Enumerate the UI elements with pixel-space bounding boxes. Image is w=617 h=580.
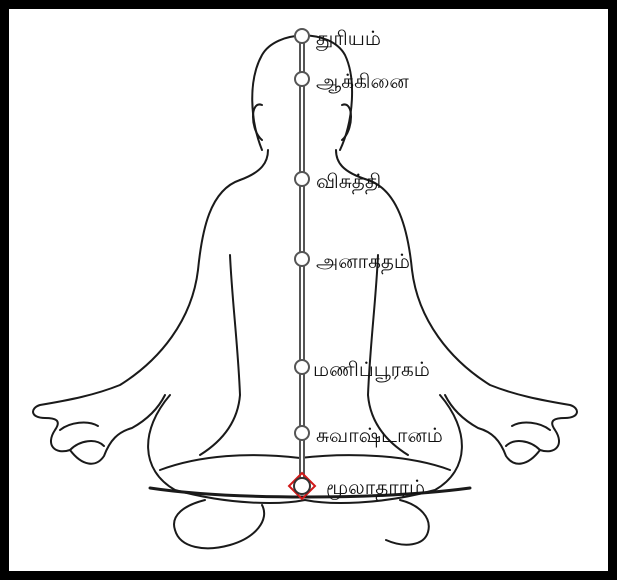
left-arm-outline bbox=[33, 180, 240, 464]
node-suvadhishtanam bbox=[295, 426, 309, 440]
node-manippuragam bbox=[295, 360, 309, 374]
right-hand-fingers bbox=[506, 423, 550, 450]
chakra-labels: துரியம் ஆக்கினை விசுத்தி அனாகதம் மணிப்பூ… bbox=[313, 26, 443, 500]
left-ear bbox=[253, 104, 262, 140]
right-foot bbox=[386, 500, 429, 545]
node-anakatham bbox=[295, 252, 309, 266]
node-akkinai bbox=[295, 72, 309, 86]
right-ear bbox=[342, 104, 351, 140]
label-anakatham: அனாகதம் bbox=[316, 249, 410, 274]
right-arm-outline bbox=[368, 180, 577, 464]
label-akkinai: ஆக்கினை bbox=[316, 69, 409, 94]
label-manippuragam: மணிப்பூரகம் bbox=[313, 357, 430, 382]
node-visuththi bbox=[295, 172, 309, 186]
torso-left bbox=[200, 255, 240, 455]
left-foot bbox=[174, 500, 264, 548]
node-thuriyam bbox=[295, 29, 309, 43]
label-thuriyam: துரியம் bbox=[316, 26, 381, 51]
left-hand-fingers bbox=[60, 423, 104, 450]
label-muladharam: மூலாதாரம் bbox=[326, 475, 425, 500]
label-visuththi: விசுத்தி bbox=[316, 169, 381, 194]
neck-outline bbox=[240, 150, 268, 180]
label-suvadhishtanam: சுவாஷ்டானம் bbox=[316, 423, 443, 448]
